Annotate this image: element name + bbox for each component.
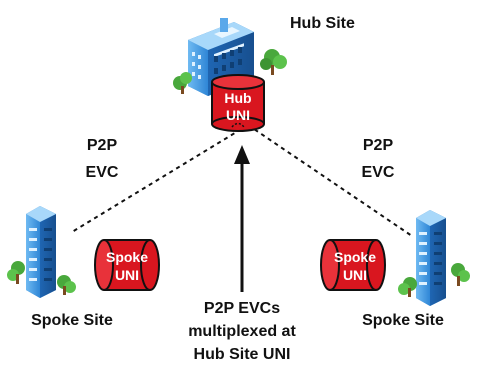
left-spoke-building-icon <box>7 206 76 298</box>
hub-uni-cylinder <box>211 74 265 132</box>
annotation-line2: multiplexed at <box>188 323 296 340</box>
multiplex-arrow-head <box>234 145 250 164</box>
hub-uni-label-line2: UNI <box>226 107 250 123</box>
right-spoke-uni-cylinder <box>320 239 386 291</box>
right-spoke-uni-label-line1: Spoke <box>334 249 376 265</box>
evc-line-right <box>247 124 413 237</box>
right-spoke-uni-label-line2: UNI <box>343 267 367 283</box>
hub-site-label: Hub Site <box>290 15 355 32</box>
evc-line-left <box>71 124 249 233</box>
left-spoke-site-label: Spoke Site <box>31 312 113 329</box>
annotation-line3: Hub Site UNI <box>194 346 291 363</box>
left-spoke-uni-cylinder <box>94 239 160 291</box>
left-evc-label-line1: P2P <box>87 137 118 154</box>
right-spoke-building-icon <box>398 210 470 306</box>
right-spoke-site-label: Spoke Site <box>362 312 444 329</box>
left-spoke-uni-label-line2: UNI <box>115 267 139 283</box>
right-evc-label-line2: EVC <box>362 164 395 181</box>
left-spoke-uni-label-line1: Spoke <box>106 249 148 265</box>
right-evc-label-line1: P2P <box>363 137 394 154</box>
annotation-line1: P2P EVCs <box>204 300 280 317</box>
left-evc-label-line2: EVC <box>86 164 119 181</box>
hub-uni-label-line1: Hub <box>224 90 251 106</box>
